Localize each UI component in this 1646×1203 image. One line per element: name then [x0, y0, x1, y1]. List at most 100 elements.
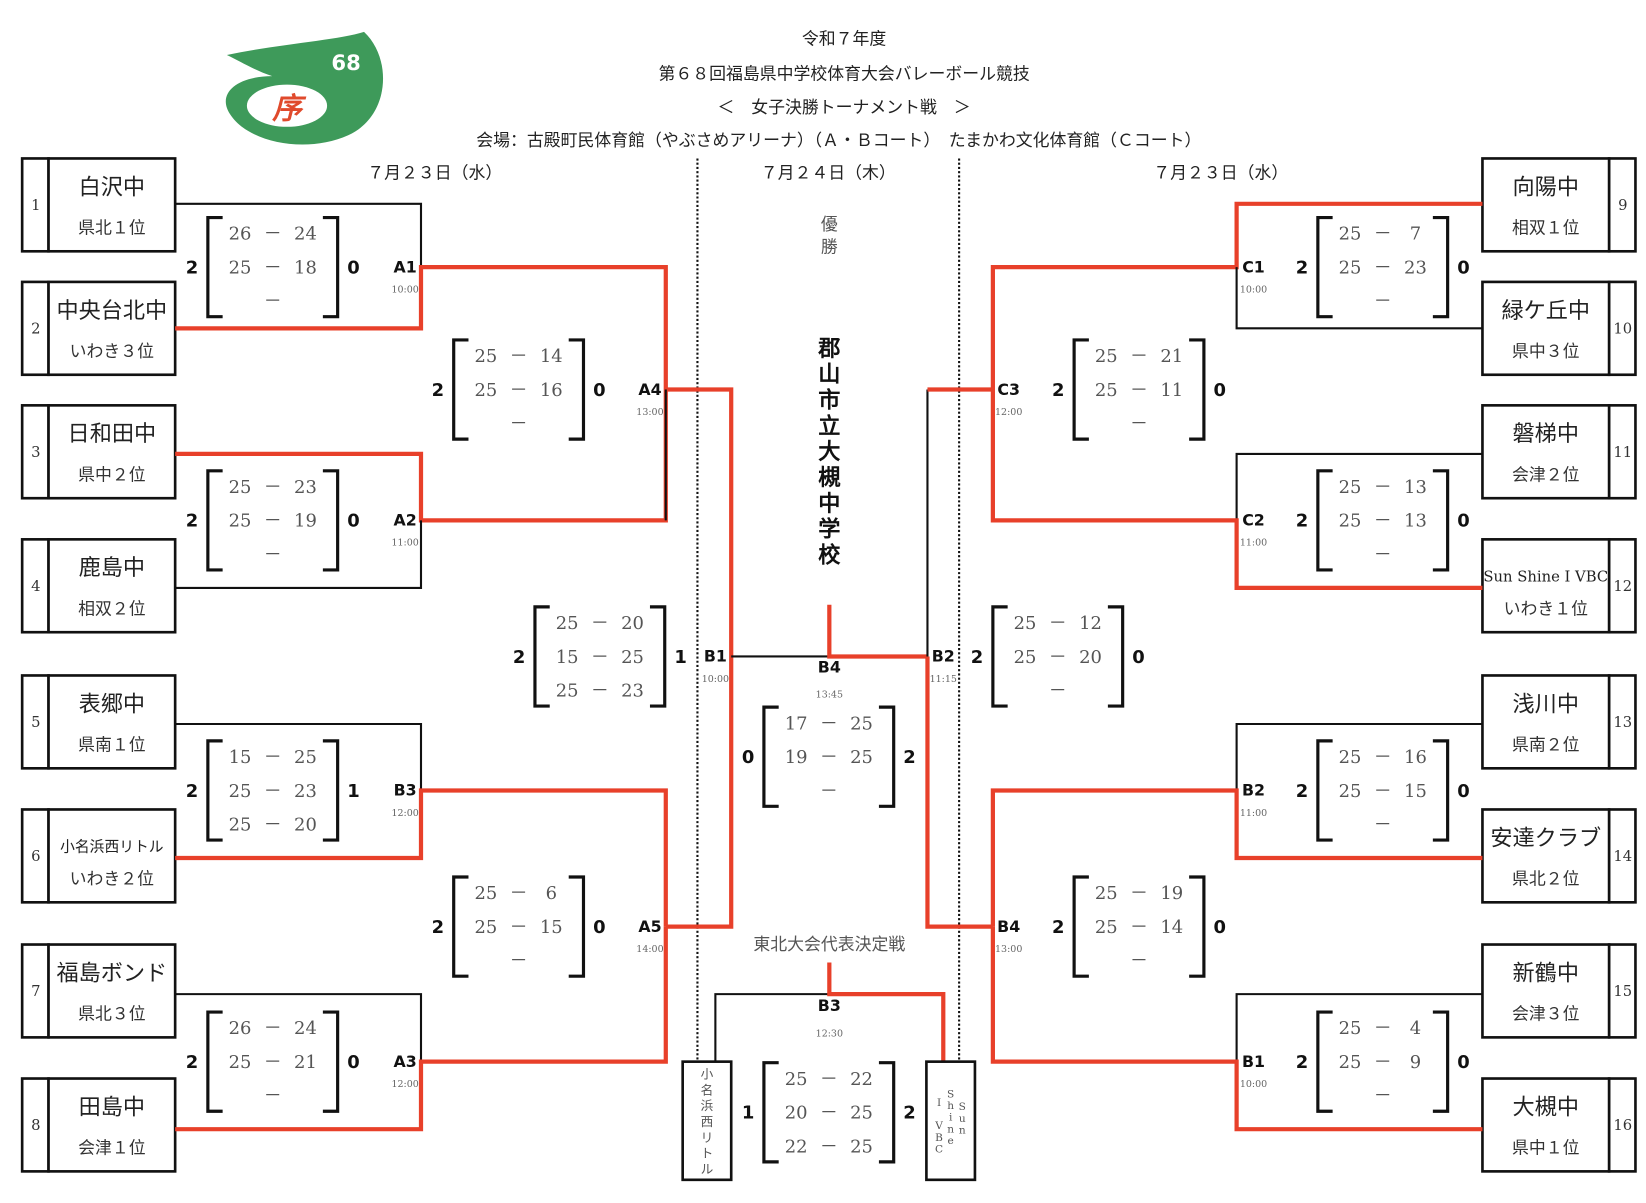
- set-dash: －: [591, 647, 609, 668]
- set-dash: －: [1374, 1086, 1392, 1107]
- set-score-left: 25: [229, 781, 252, 802]
- set-score-left: 25: [1339, 511, 1362, 532]
- team-rank: 相双１位: [1512, 217, 1580, 237]
- team-seed: 10: [1613, 321, 1632, 338]
- third-right-char: e: [948, 1135, 954, 1147]
- match-code: C3: [997, 380, 1020, 399]
- seed-cell: [1607, 1077, 1637, 1173]
- sets-won-left: 2: [432, 917, 444, 938]
- set-score-right: 25: [621, 647, 644, 668]
- set-dash: －: [510, 414, 528, 435]
- third-team-right-box: [925, 1060, 977, 1182]
- set-score-left: 15: [229, 747, 252, 768]
- set-dash: －: [264, 291, 282, 312]
- seed-cell: [20, 538, 50, 634]
- header-title: 第６８回福島県中学校体育大会バレーボール競技: [658, 63, 1029, 83]
- third-right-char: h: [947, 1100, 954, 1112]
- third-right-char: I: [937, 1097, 941, 1109]
- match-code: B3: [818, 996, 841, 1015]
- set-dash: －: [264, 544, 282, 565]
- set-score-right: 13: [1404, 511, 1427, 532]
- team-rank: 県北３位: [78, 1003, 146, 1023]
- set-score-right: 21: [294, 1052, 317, 1073]
- set-score-right: 12: [1079, 613, 1102, 634]
- score-bracket-right: [1432, 469, 1450, 572]
- team-name: 安達クラブ: [1490, 825, 1601, 851]
- set-dash: －: [264, 1086, 282, 1107]
- team-rank: 会津３位: [1512, 1003, 1580, 1023]
- set-score-right: 14: [1160, 917, 1183, 938]
- set-dash: －: [1130, 951, 1148, 972]
- seed-cell: [1607, 538, 1637, 634]
- set-score-left: 25: [1014, 613, 1037, 634]
- score-bracket-right: [322, 469, 340, 572]
- set-dash: －: [510, 346, 528, 367]
- set-score-right: 15: [540, 917, 563, 938]
- champion-school-char: 槻: [818, 465, 841, 491]
- champion-school-char: 校: [818, 543, 841, 569]
- match-code: A5: [638, 917, 661, 936]
- set-dash: －: [1374, 781, 1392, 802]
- set-dash: －: [820, 1103, 838, 1124]
- match-code: A2: [394, 511, 417, 530]
- third-left-char: リ: [701, 1130, 714, 1145]
- team-seed: 8: [31, 1117, 40, 1134]
- set-score-left: 20: [785, 1103, 808, 1124]
- set-score-right: 24: [294, 224, 317, 245]
- set-score-left: 25: [1339, 257, 1362, 278]
- set-score-right: 20: [294, 815, 317, 836]
- set-dash: －: [264, 1018, 282, 1039]
- team-seed: 4: [31, 578, 40, 595]
- seed-cell: [20, 404, 50, 500]
- sets-won-left: 2: [1296, 511, 1308, 532]
- set-score-left: 25: [1339, 477, 1362, 498]
- match-time: 11:00: [1240, 808, 1267, 819]
- team-seed: 13: [1613, 714, 1632, 731]
- team-seed: 3: [31, 444, 40, 461]
- team-seed: 7: [31, 983, 40, 1000]
- match-code: A4: [638, 380, 661, 399]
- third-left-char: 名: [701, 1082, 714, 1097]
- set-score-right: 25: [850, 747, 873, 768]
- match-time: 13:00: [995, 944, 1022, 955]
- set-score-left: 25: [229, 477, 252, 498]
- sets-won-right: 2: [903, 1103, 915, 1124]
- match-code: A3: [394, 1052, 417, 1071]
- score-bracket-right: [1189, 338, 1206, 441]
- score-bracket-left: [206, 469, 223, 572]
- set-score-right: 23: [1404, 257, 1427, 278]
- score-bracket-left: [991, 605, 1008, 708]
- seed-cell: [20, 808, 50, 904]
- team-cell: [47, 1077, 177, 1173]
- team-rank: 会津２位: [1512, 464, 1580, 484]
- team-name: 白沢中: [79, 174, 145, 200]
- set-score-left: 25: [556, 613, 579, 634]
- team-rank: 県中３位: [1512, 341, 1580, 361]
- sets-won-right: 0: [593, 917, 605, 938]
- team-seed: 15: [1613, 983, 1632, 1000]
- champion-school-char: 中: [818, 491, 840, 517]
- match-code: B4: [818, 657, 841, 676]
- set-score-right: 7: [1410, 224, 1421, 245]
- team-cell: [1481, 1077, 1611, 1173]
- team-cell: [1481, 280, 1611, 377]
- score-bracket-left: [452, 338, 469, 441]
- score-bracket-right: [1107, 605, 1125, 708]
- team-cell: [47, 538, 177, 634]
- team-name: 緑ケ丘中: [1501, 298, 1590, 324]
- set-score-right: 20: [1079, 647, 1102, 668]
- team-cell: [47, 943, 177, 1039]
- sets-won-right: 0: [347, 511, 359, 532]
- bracket-lines: [175, 201, 1483, 1132]
- team-cell: [47, 808, 177, 904]
- set-score-left: 25: [474, 917, 497, 938]
- score-bracket-left: [452, 875, 469, 978]
- third-right-char: V: [934, 1120, 943, 1132]
